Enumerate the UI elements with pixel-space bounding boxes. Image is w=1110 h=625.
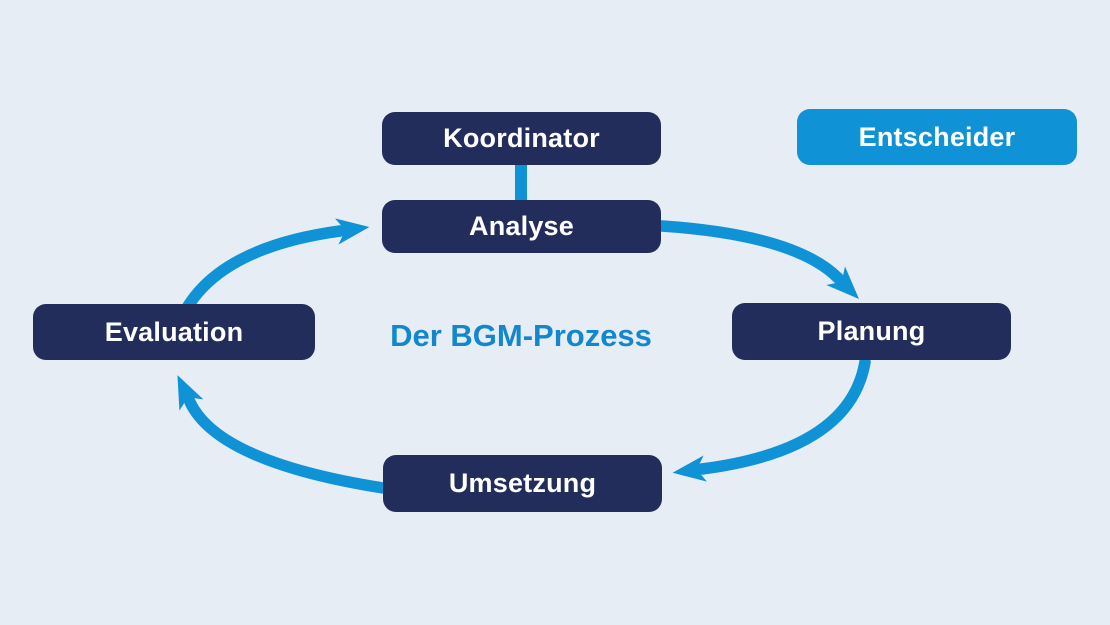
node-umsetzung-label: Umsetzung bbox=[448, 468, 597, 498]
diagram-title: Der BGM-Prozess bbox=[390, 318, 652, 353]
arrow-planung-to-umsetzung bbox=[672, 356, 871, 482]
node-planung: Planung bbox=[732, 303, 1011, 360]
node-umsetzung: Umsetzung bbox=[383, 455, 662, 512]
node-analyse-label: Analyse bbox=[469, 211, 574, 241]
node-evaluation-label: Evaluation bbox=[104, 316, 244, 347]
node-analyse: Analyse bbox=[382, 200, 661, 253]
arrow-umsetzung-to-evaluation bbox=[177, 375, 389, 494]
node-koordinator-label: Koordinator bbox=[443, 123, 600, 153]
node-evaluation: Evaluation bbox=[33, 304, 315, 360]
node-koordinator: Koordinator bbox=[382, 112, 661, 165]
node-entscheider: Entscheider bbox=[797, 109, 1077, 165]
node-entscheider-label: Entscheider bbox=[858, 121, 1016, 152]
arrow-analyse-to-planung bbox=[656, 220, 860, 299]
node-planung-label: Planung bbox=[817, 316, 926, 346]
